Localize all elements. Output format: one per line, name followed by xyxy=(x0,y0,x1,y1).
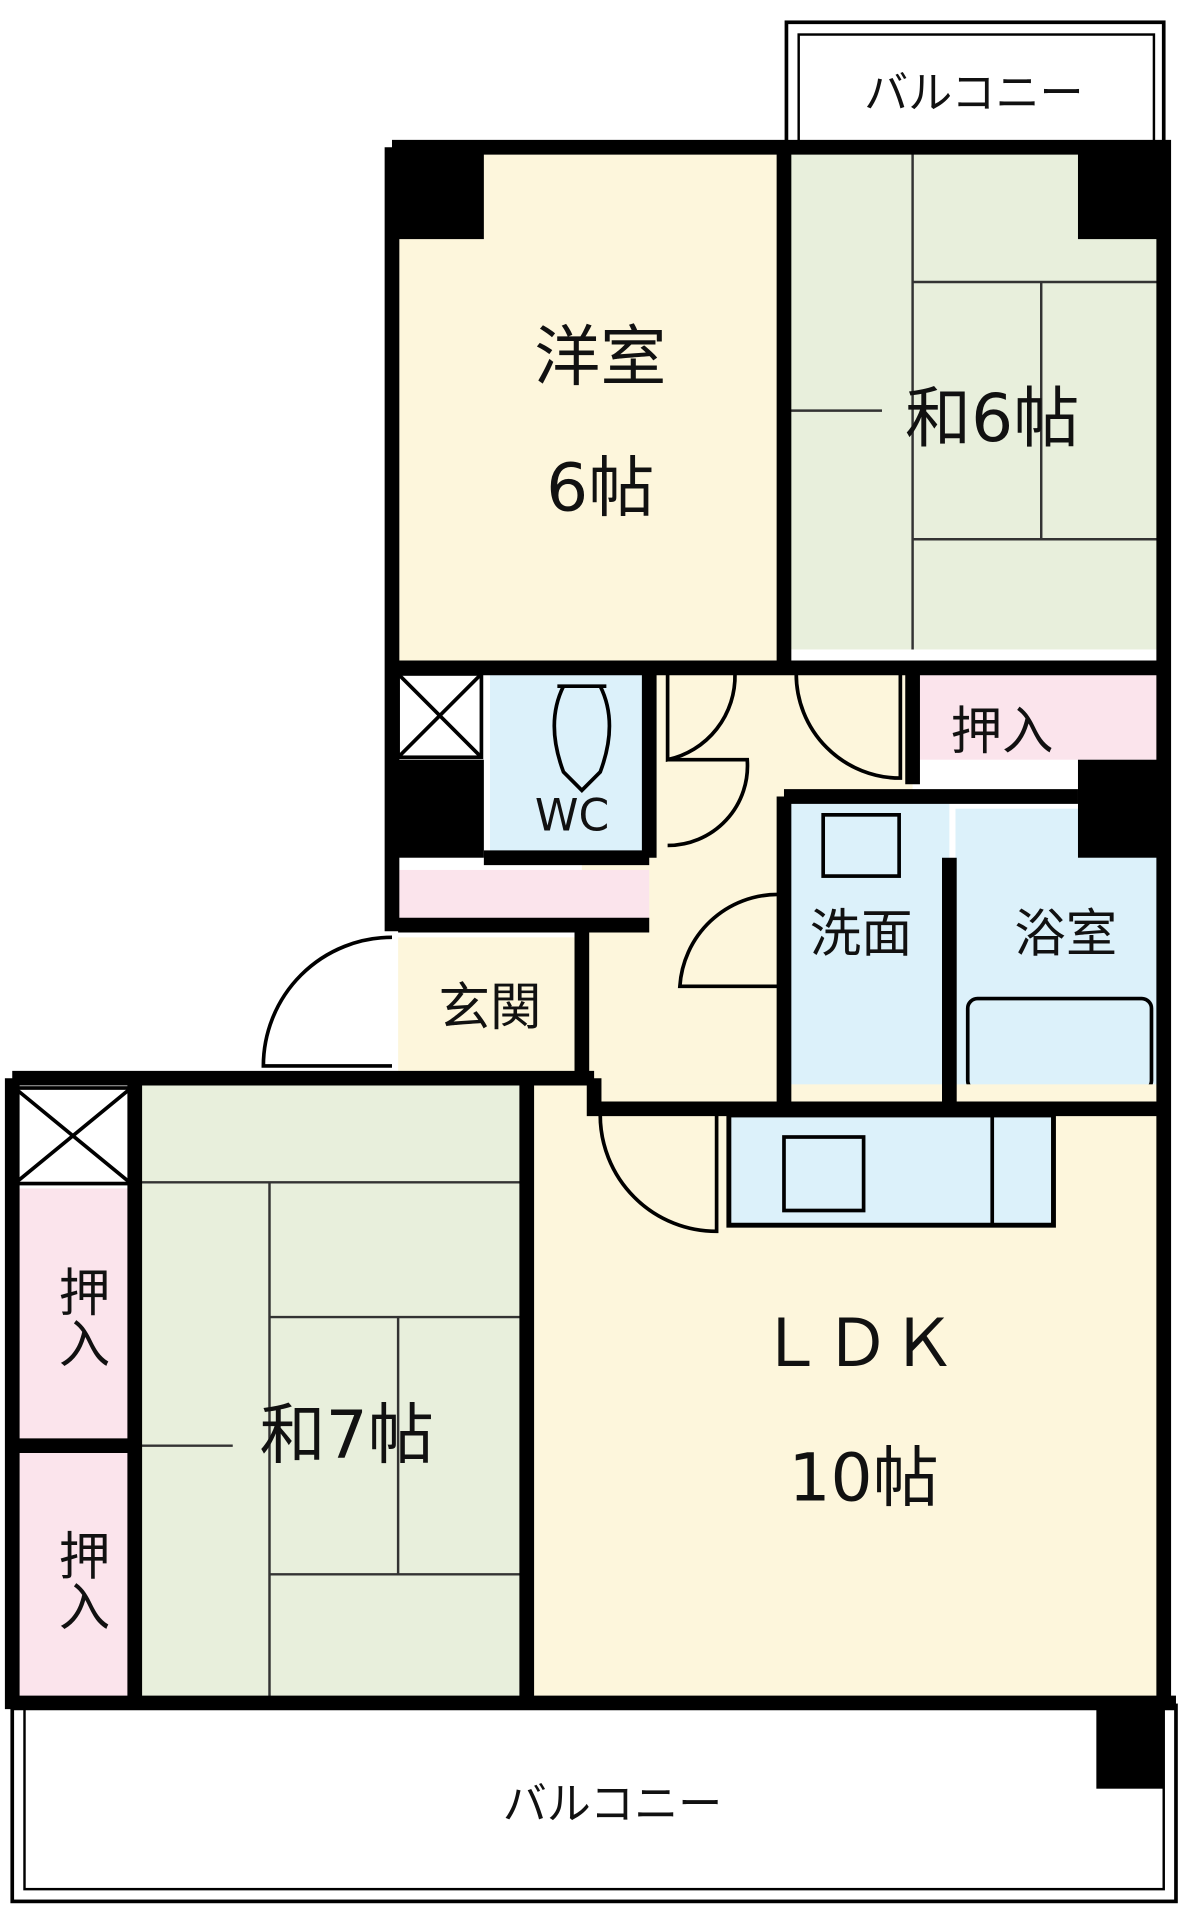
door-arcs xyxy=(261,673,903,1234)
storage-strip xyxy=(398,869,650,919)
ldk-name: ＬＤＫ xyxy=(758,1305,956,1382)
balcony-bottom: バルコニー xyxy=(10,1703,1178,1904)
kitchen-counter xyxy=(726,1112,1056,1228)
pipe-space-icon xyxy=(12,1086,133,1186)
closet-top-label: 押入 xyxy=(951,702,1054,762)
sink-icon xyxy=(821,813,901,878)
washroom xyxy=(783,802,950,1103)
toilet-icon xyxy=(552,684,612,793)
entrance-label: 玄関 xyxy=(439,978,542,1038)
western-room-name: 洋室 xyxy=(534,319,666,396)
balcony-top-label: バルコニー xyxy=(864,68,1084,119)
walls xyxy=(4,139,1176,1789)
closet-left-2 xyxy=(12,1451,135,1703)
balcony-bottom-label: バルコニー xyxy=(503,1779,723,1830)
pipe-space-icon xyxy=(396,672,484,760)
japanese-room-6-label: 和6帖 xyxy=(905,380,1079,457)
closet-left-1-label: 押入 xyxy=(49,1266,109,1369)
wc-room xyxy=(489,673,650,858)
balcony-top: バルコニー xyxy=(784,20,1166,150)
japanese-room-7-label: 和7帖 xyxy=(260,1397,434,1474)
closet-top xyxy=(912,673,1164,760)
bathroom-label: 浴室 xyxy=(1014,904,1117,964)
japanese-room-7 xyxy=(140,1084,527,1703)
washroom-label: 洗面 xyxy=(810,904,913,964)
bathtub xyxy=(965,996,1154,1093)
wc-label: WC xyxy=(535,791,609,842)
entrance xyxy=(398,937,582,1073)
ldk-size: 10帖 xyxy=(788,1440,938,1517)
closet-left-1 xyxy=(12,1188,135,1446)
closet-left-2-label: 押入 xyxy=(49,1529,109,1632)
western-room-size: 6帖 xyxy=(546,450,654,527)
